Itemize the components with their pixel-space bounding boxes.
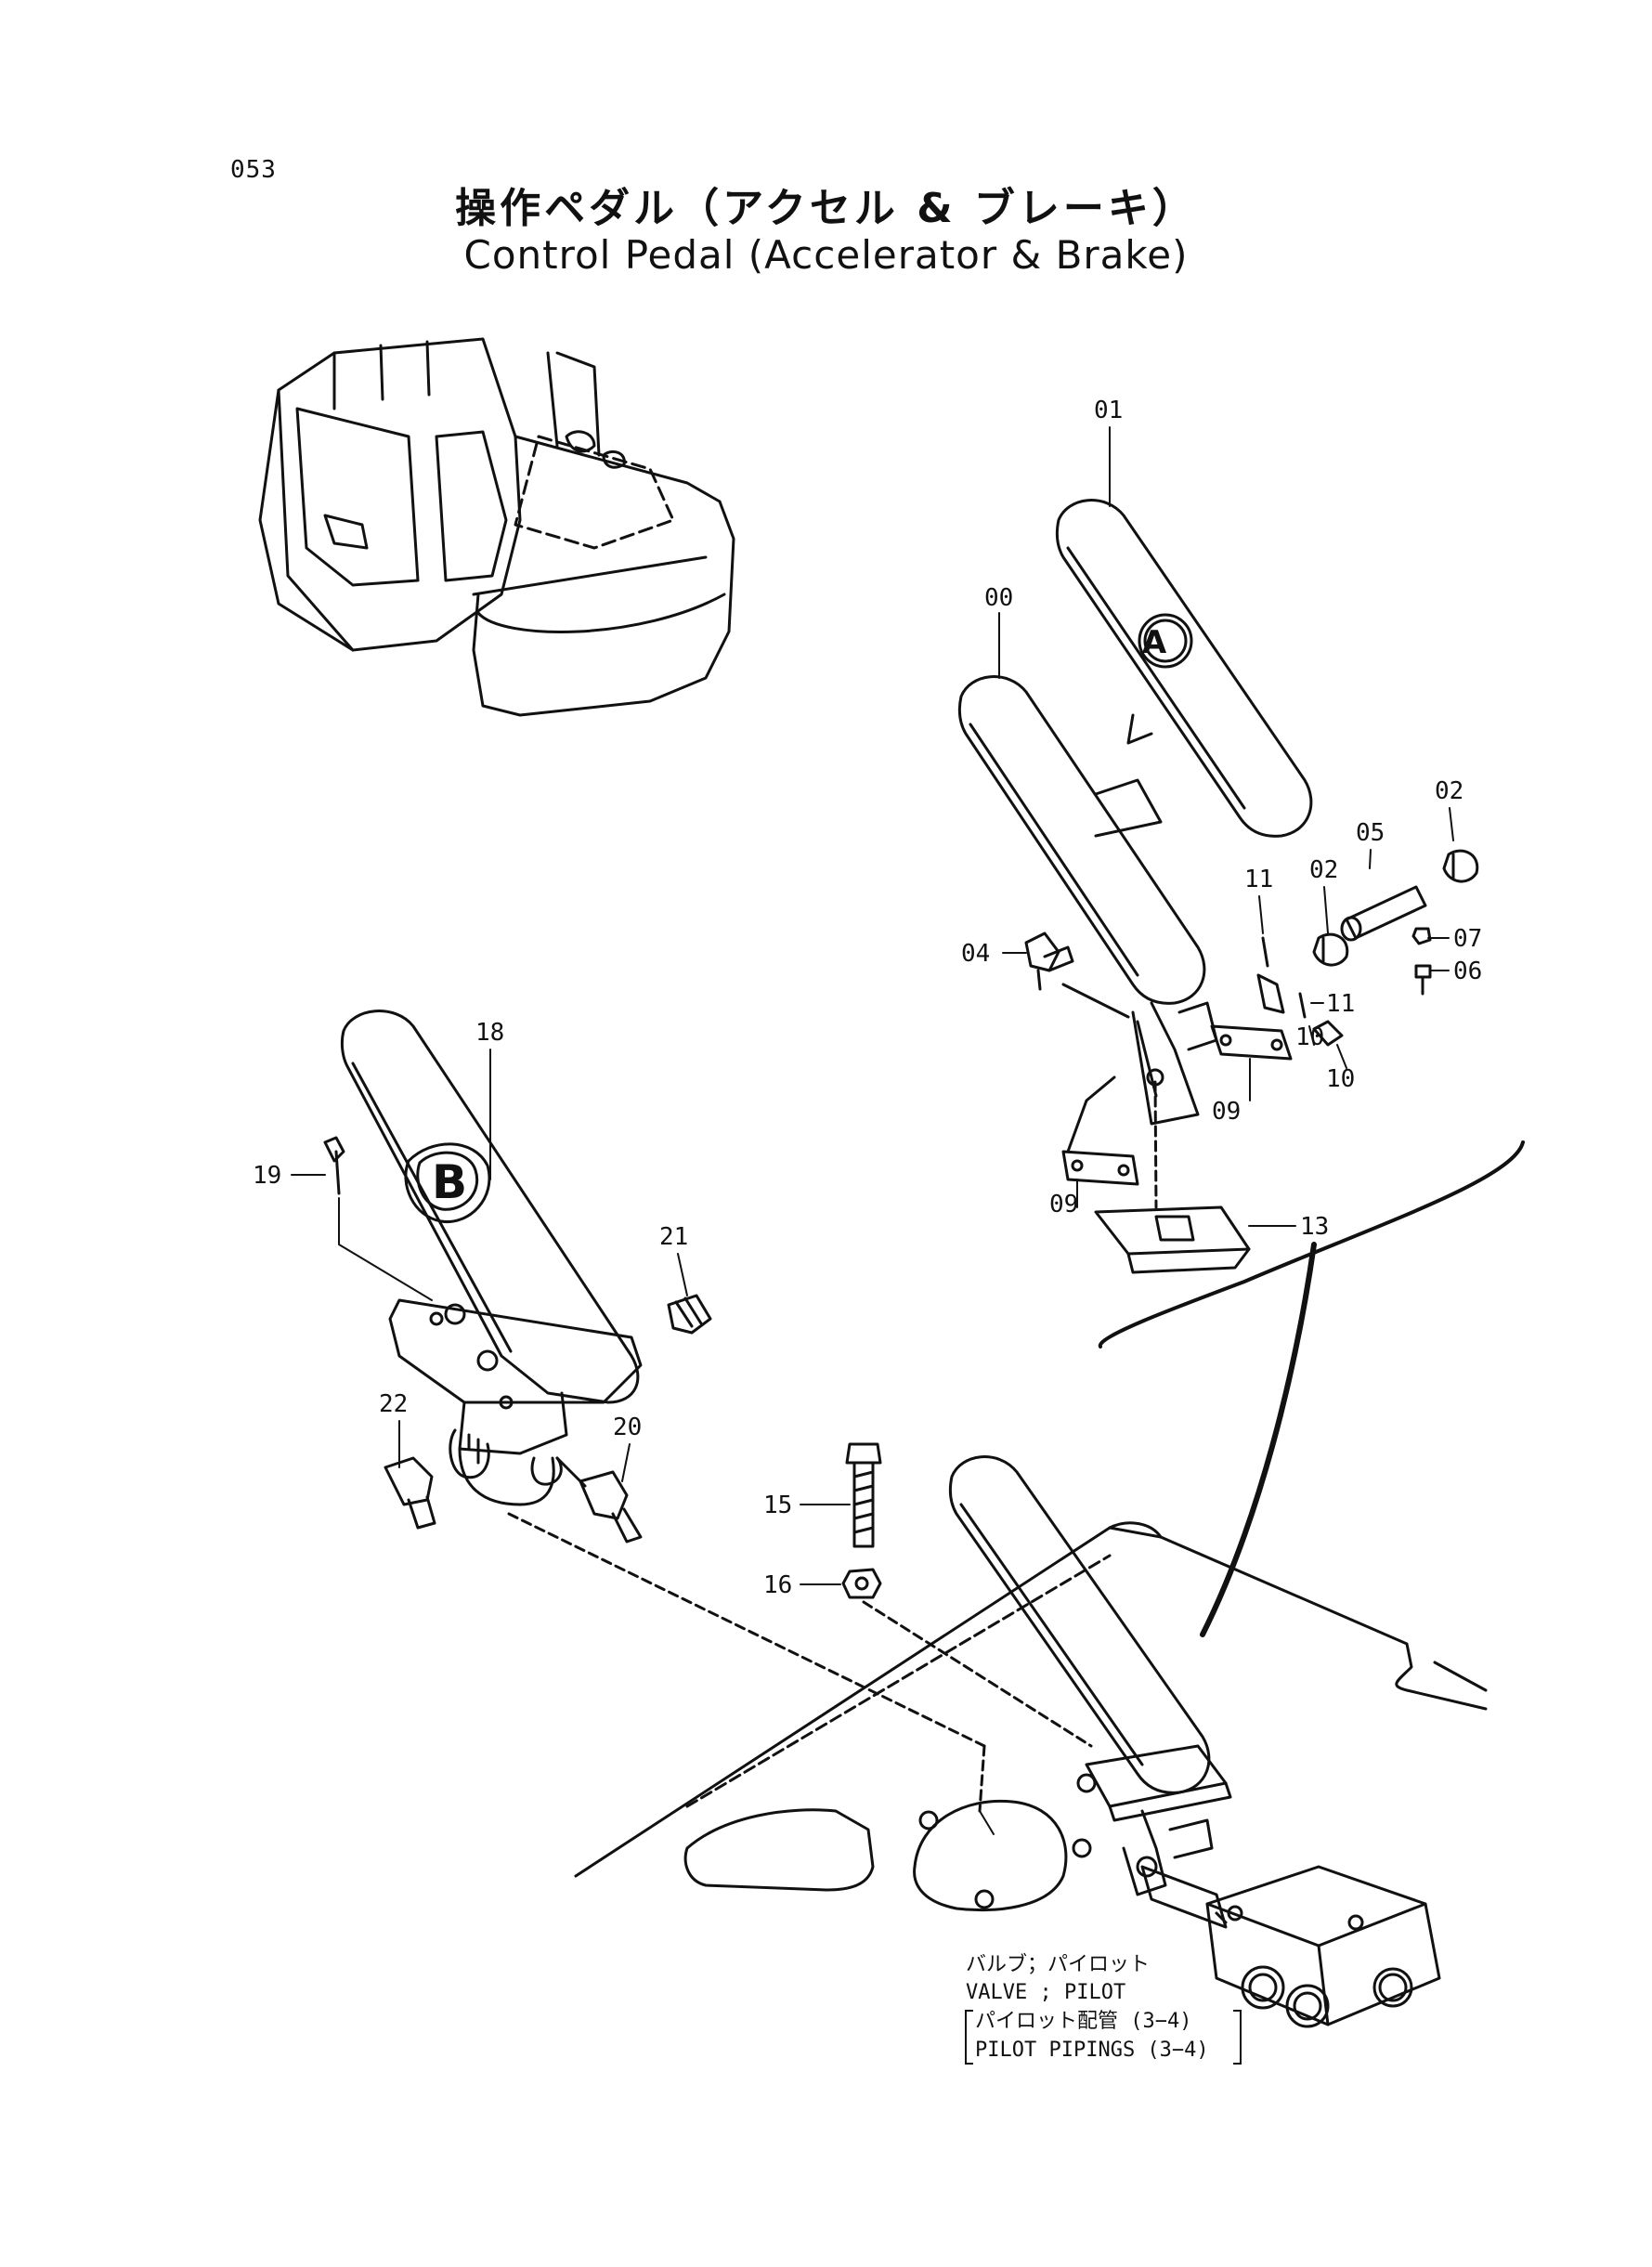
part-label-05: 05 xyxy=(1356,819,1385,847)
part-label-02-upper: 02 xyxy=(1435,777,1463,805)
accelerator-pedal-mark: A xyxy=(1142,624,1167,661)
brake-pedal-mark: B xyxy=(432,1155,467,1209)
cab-floor xyxy=(574,1521,1488,1912)
note-valve-english: VALVE ; PILOT xyxy=(966,1981,1125,2004)
page-number: 053 xyxy=(230,156,277,184)
part-label-11-upper: 11 xyxy=(1244,866,1273,893)
accelerator-pin-assembly xyxy=(1210,849,1479,1061)
installed-pedal xyxy=(948,1455,1232,1929)
note-brackets xyxy=(965,2010,1242,2065)
part-label-11-lower: 11 xyxy=(1326,990,1355,1018)
part-label-04: 04 xyxy=(961,940,990,968)
part-label-06: 06 xyxy=(1453,958,1482,985)
part-label-13: 13 xyxy=(1300,1213,1329,1241)
part-label-19: 19 xyxy=(253,1162,281,1190)
part-label-21: 21 xyxy=(659,1223,688,1251)
page-title-japanese: 操作ペダル（アクセル & ブレーキ） xyxy=(455,185,1197,232)
part-label-01: 01 xyxy=(1094,397,1123,424)
elbow-fitting-04 xyxy=(1024,932,1130,1019)
part-label-00: 00 xyxy=(984,584,1013,612)
excavator-cab-overview xyxy=(258,337,735,717)
accelerator-base-plates xyxy=(1061,1075,1251,1274)
accelerator-pedal xyxy=(1055,499,1313,838)
part-label-09-upper: 09 xyxy=(1212,1098,1241,1126)
part-label-02-lower: 02 xyxy=(1309,856,1338,884)
part-label-16: 16 xyxy=(763,1571,792,1599)
bolt-15 xyxy=(845,1442,882,1548)
note-piping-japanese: パイロット配管 (3−4) xyxy=(975,2010,1191,2033)
page-title-english: Control Pedal (Accelerator & Brake) xyxy=(463,232,1189,278)
pilot-valve xyxy=(1205,1865,1441,2028)
part-label-18: 18 xyxy=(475,1019,504,1047)
brake-pedal-assembly xyxy=(323,1010,643,1506)
part-label-20: 20 xyxy=(613,1414,642,1441)
leader-lines xyxy=(291,426,1454,1835)
accelerator-pedal-lower xyxy=(957,675,1218,1126)
note-valve-japanese: バルブ；パイロット xyxy=(966,1953,1150,1976)
brake-fittings xyxy=(384,1294,712,1544)
part-label-10-upper: 10 xyxy=(1295,1023,1324,1051)
nut-16 xyxy=(841,1568,1093,1748)
part-label-15: 15 xyxy=(763,1492,792,1519)
part-label-10-lower: 10 xyxy=(1326,1065,1355,1093)
part-label-09-lower: 09 xyxy=(1049,1191,1078,1218)
note-piping-english: PILOT PIPINGS (3−4) xyxy=(975,2039,1209,2062)
part-label-22: 22 xyxy=(379,1390,408,1418)
part-label-07: 07 xyxy=(1453,925,1482,953)
